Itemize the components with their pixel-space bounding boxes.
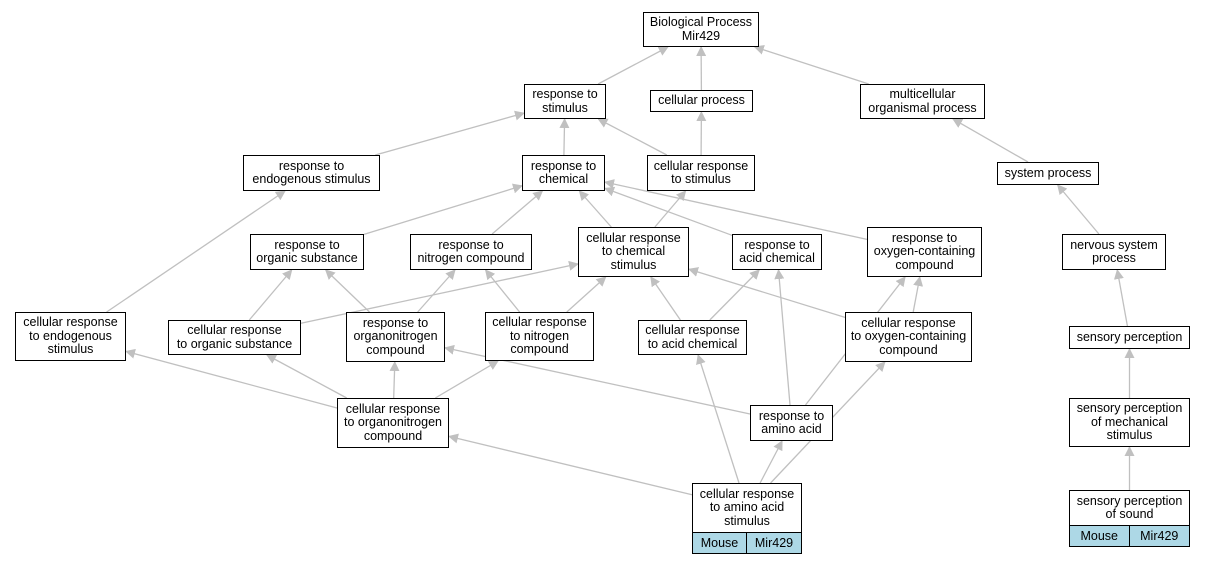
edge-crtnc-to-crtcs [566, 276, 607, 313]
edge-rtocc-to-rtc [604, 179, 868, 241]
edge-sp-to-mop [952, 118, 1029, 163]
edge-crtos-to-rtos [248, 269, 293, 321]
edge-crtonc-to-crtes [125, 348, 338, 409]
go-term-crtocc[interactable]: cellular response to oxygen-containing c… [845, 312, 972, 362]
gene-label: Mir429 [1129, 524, 1190, 547]
edge-rtonc-to-rtnc [417, 269, 456, 313]
go-term-crtos[interactable]: cellular response to organic substance [168, 320, 301, 355]
species-label: Mouse [692, 531, 747, 554]
go-term-rtc[interactable]: response to chemical [522, 155, 605, 191]
edge-rtonc-to-rtos [324, 269, 370, 313]
go-term-rtaa[interactable]: response to amino acid [750, 405, 833, 441]
edge-mop-to-bp [753, 45, 869, 85]
go-term-rtocc[interactable]: response to oxygen-containing compound [867, 227, 982, 277]
edge-crtonc-to-crtos [266, 354, 348, 399]
edge-rtc-to-rts [559, 118, 570, 156]
go-term-crtcs[interactable]: cellular response to chemical stimulus [578, 227, 689, 277]
go-term-spms[interactable]: sensory perception of mechanical stimulu… [1069, 398, 1190, 447]
go-term-crtes[interactable]: cellular response to endogenous stimulus [15, 312, 126, 361]
go-term-crtnc[interactable]: cellular response to nitrogen compound [485, 312, 594, 361]
go-term-crtaa[interactable]: cellular response to amino acid stimulus [692, 483, 802, 533]
go-term-rtes[interactable]: response to endogenous stimulus [243, 155, 380, 191]
edge-crtac-to-rtac [709, 269, 760, 321]
species-label: Mouse [1069, 524, 1130, 547]
edge-spc-to-nsp [1113, 269, 1129, 327]
edge-rtnc-to-rtc [491, 190, 544, 235]
go-term-sp[interactable]: system process [997, 162, 1099, 185]
edge-crtonc-to-rtonc [389, 361, 400, 399]
edge-crtonc-to-crtnc [434, 360, 499, 399]
edge-crtaa-to-crtonc [448, 433, 693, 496]
go-term-nsp[interactable]: nervous system process [1062, 234, 1166, 270]
edge-rtac-to-rtc [604, 186, 733, 236]
edge-crtocc-to-rtocc [912, 276, 924, 313]
edge-rtes-to-rts [375, 110, 525, 156]
go-term-crtac[interactable]: cellular response to acid chemical [638, 320, 747, 355]
edge-crtes-to-rtes [106, 190, 286, 313]
go-term-rtac[interactable]: response to acid chemical [732, 234, 822, 270]
edge-rts-to-bp [597, 46, 669, 85]
edge-crts-to-rts [597, 118, 668, 156]
edge-crtaa-to-rtaa [759, 440, 783, 484]
go-term-rts[interactable]: response to stimulus [524, 84, 606, 119]
go-term-bp[interactable]: Biological Process Mir429 [643, 12, 759, 47]
edge-crtac-to-crtcs [650, 276, 681, 321]
edge-crtnc-to-rtnc [484, 269, 521, 313]
edge-nsp-to-sp [1057, 184, 1100, 235]
go-term-mop[interactable]: multicellular organismal process [860, 84, 985, 119]
go-term-rtonc[interactable]: response to organonitrogen compound [346, 312, 445, 362]
gene-label: Mir429 [747, 531, 802, 554]
edge-crtaa-to-crtac [696, 354, 740, 484]
go-term-spc[interactable]: sensory perception [1069, 326, 1190, 349]
go-term-spos[interactable]: sensory perception of sound [1069, 490, 1190, 526]
go-term-rtnc[interactable]: response to nitrogen compound [410, 234, 532, 270]
go-term-rtos[interactable]: response to organic substance [250, 234, 364, 270]
edge-rtaa-to-rtac [774, 269, 791, 406]
edge-rtos-to-rtc [363, 183, 523, 236]
edge-crtcs-to-rtc [578, 190, 612, 228]
go-term-crtonc[interactable]: cellular response to organonitrogen comp… [337, 398, 449, 448]
go-term-crts[interactable]: cellular response to stimulus [647, 155, 755, 191]
go-term-cp[interactable]: cellular process [650, 90, 753, 112]
edge-crtocc-to-crtcs [688, 267, 846, 319]
edge-crtcs-to-crts [654, 190, 687, 228]
